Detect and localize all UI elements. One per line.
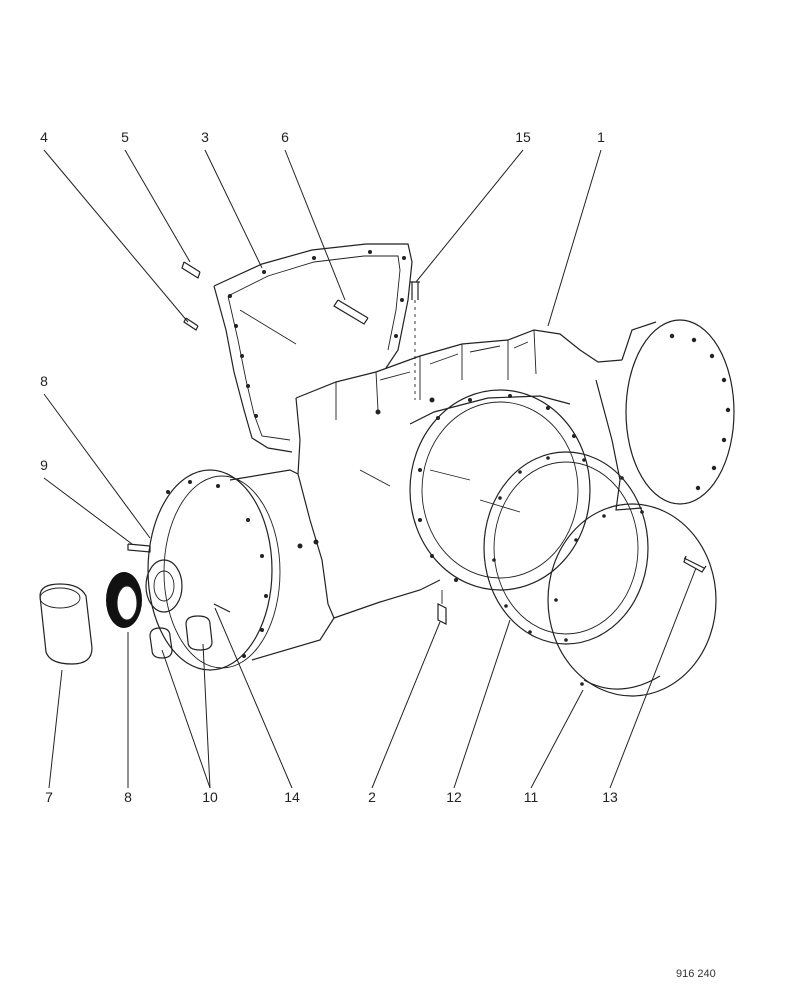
oil-seal-8 bbox=[106, 572, 142, 628]
housing-bore bbox=[409, 389, 591, 591]
leader-11 bbox=[530, 689, 584, 789]
transmission-housing bbox=[295, 319, 735, 619]
leader-15 bbox=[415, 149, 524, 283]
callout-4: 4 bbox=[40, 129, 48, 145]
right-flange-bolt-holes bbox=[669, 333, 731, 491]
leader-6 bbox=[284, 149, 346, 301]
leader-3 bbox=[204, 149, 263, 269]
callout-8-top: 8 bbox=[40, 373, 48, 389]
bearing-8-upper bbox=[145, 559, 183, 613]
callout-10: 10 bbox=[202, 789, 218, 805]
callout-3: 3 bbox=[201, 129, 209, 145]
right-output-flange bbox=[625, 319, 735, 505]
bore-bolt-holes bbox=[418, 394, 576, 582]
leader-lines bbox=[43, 149, 697, 789]
companion-flange-7 bbox=[39, 583, 93, 665]
bushing-10-b bbox=[185, 615, 213, 651]
leader-4 bbox=[43, 149, 189, 323]
dowel-pin-5 bbox=[181, 261, 201, 279]
carrier-bolt-holes bbox=[166, 480, 268, 658]
callout-9: 9 bbox=[40, 457, 48, 473]
cover-bolt-holes bbox=[554, 514, 606, 686]
gasket-ring-holes bbox=[492, 456, 644, 634]
callout-6: 6 bbox=[281, 129, 289, 145]
figure-code: 916 240 bbox=[676, 968, 716, 980]
callout-14: 14 bbox=[284, 789, 300, 805]
leader-13 bbox=[609, 567, 697, 789]
dowel-pin-4 bbox=[183, 317, 199, 331]
callout-13: 13 bbox=[602, 789, 618, 805]
pin-9 bbox=[127, 543, 151, 553]
callout-8-bottom: 8 bbox=[124, 789, 132, 805]
leader-2 bbox=[371, 621, 441, 789]
gasket-bolt-holes bbox=[228, 250, 406, 418]
bolt-13 bbox=[683, 555, 707, 573]
callout-2: 2 bbox=[368, 789, 376, 805]
leader-1 bbox=[547, 149, 602, 327]
callout-7: 7 bbox=[45, 789, 53, 805]
bolt-6 bbox=[333, 299, 369, 325]
leader-10-a bbox=[161, 649, 211, 789]
leader-8-top bbox=[43, 393, 151, 539]
leader-12 bbox=[453, 619, 511, 789]
gasket-ring-12 bbox=[483, 451, 649, 645]
bolt-15 bbox=[410, 281, 420, 400]
leader-9 bbox=[43, 477, 133, 545]
leader-7 bbox=[48, 669, 63, 789]
bushing-10-a bbox=[149, 627, 173, 659]
leader-5 bbox=[124, 149, 191, 263]
bearing-carrier-14 bbox=[147, 469, 335, 671]
callout-11: 11 bbox=[524, 789, 539, 805]
leader-14 bbox=[214, 607, 293, 789]
callout-15: 15 bbox=[515, 129, 531, 145]
carrier-stud bbox=[213, 603, 231, 613]
callout-5: 5 bbox=[121, 129, 129, 145]
callout-12: 12 bbox=[446, 789, 462, 805]
top-cover-gasket bbox=[213, 243, 413, 453]
callout-1: 1 bbox=[597, 129, 605, 145]
leader-10-b bbox=[202, 643, 211, 789]
end-cover-11 bbox=[547, 503, 717, 697]
drain-plug-2 bbox=[437, 590, 447, 625]
